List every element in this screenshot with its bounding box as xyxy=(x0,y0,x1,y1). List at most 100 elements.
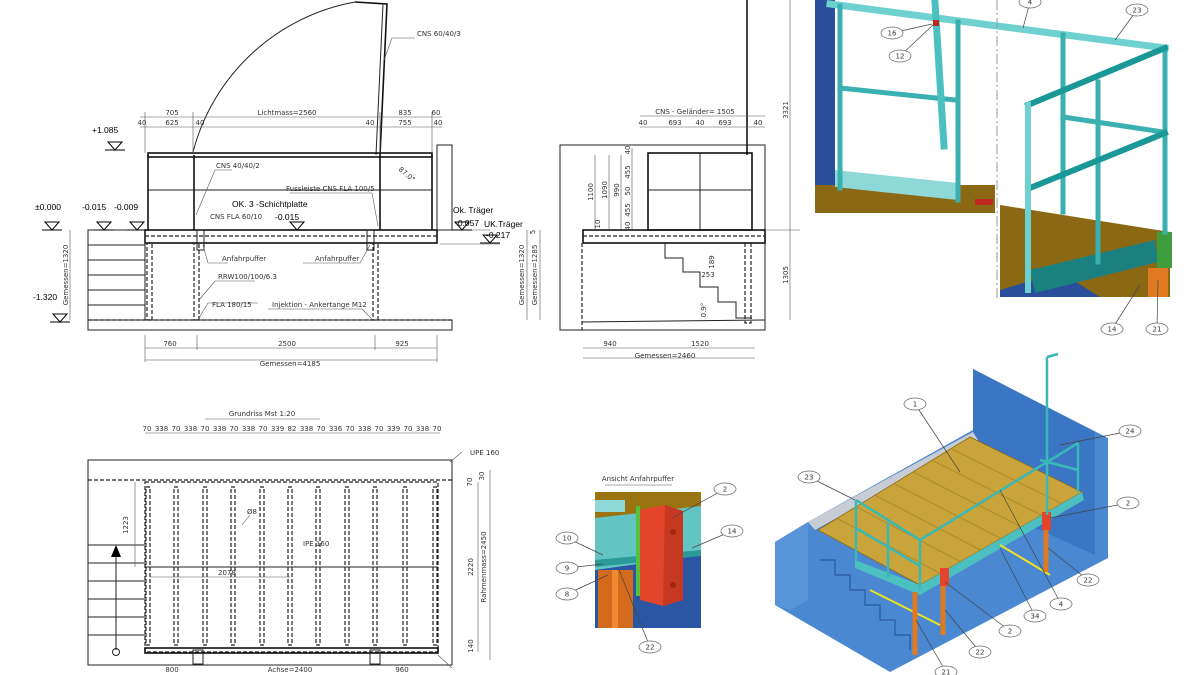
dimension-label: 339 xyxy=(271,425,284,433)
column-base xyxy=(192,649,204,665)
dimension-label: 800 xyxy=(165,666,178,674)
foundation xyxy=(87,319,453,331)
dimension-label: 1520 xyxy=(691,340,709,348)
dimension-label: 10 xyxy=(594,220,602,229)
yellow-beam xyxy=(999,544,1051,576)
dimension-label: 82 xyxy=(288,425,297,433)
elevation-marker-icon xyxy=(106,141,124,151)
elevation-marker-icon xyxy=(288,221,306,231)
part-callout: 1 xyxy=(903,397,961,473)
callout-number: 14 xyxy=(1108,326,1117,334)
dimension-label: 455 xyxy=(624,165,632,178)
dimension-label: Gemessen=1320 xyxy=(62,245,70,306)
dimension-label: 339 xyxy=(387,425,400,433)
red-plate xyxy=(975,199,993,205)
dimension-label: 925 xyxy=(395,340,408,348)
callout-bubble xyxy=(1145,322,1169,336)
dimension-label: 40 xyxy=(754,119,763,127)
dimension-label: 40 xyxy=(624,146,632,155)
joist xyxy=(372,486,378,646)
dimension-label: 336 xyxy=(329,425,343,433)
part-callout: 2 xyxy=(944,581,1022,638)
floor-line xyxy=(581,319,766,323)
joist xyxy=(402,486,408,646)
part-callout: 2 xyxy=(1049,496,1140,519)
part-label: UK.Träger xyxy=(484,219,523,229)
callout-number: 2 xyxy=(1126,500,1130,508)
dimension-label: 705 xyxy=(165,109,178,117)
dimension-label: 338 xyxy=(358,425,371,433)
part-label: 30 xyxy=(478,472,486,481)
callout-number: 2 xyxy=(1008,628,1012,636)
leader-line xyxy=(1049,502,1129,519)
callout-number: 4 xyxy=(1059,601,1064,609)
dimension-label: 40 xyxy=(196,119,205,127)
leader-line xyxy=(671,488,726,519)
part-callout: 4 xyxy=(1018,0,1042,29)
dimension-label: Gemessen=1320 xyxy=(518,245,526,306)
dimension-label: 70 xyxy=(143,425,152,433)
leader-line xyxy=(1047,547,1089,581)
part-callout: 21 xyxy=(1145,279,1169,336)
column-highlight xyxy=(612,570,618,628)
callout-number: 16 xyxy=(888,30,897,38)
dimension-label: Gemessen=2460 xyxy=(635,352,696,360)
railing xyxy=(854,352,1080,590)
iso-view-platform xyxy=(775,352,1108,672)
dimension-label: 760 xyxy=(163,340,176,348)
part-label: 70 xyxy=(466,478,474,487)
joists xyxy=(145,486,438,646)
swing-gate-member xyxy=(354,1,388,156)
callout-bubble xyxy=(880,26,904,40)
elevation-label: -0.015 xyxy=(82,202,106,212)
joist xyxy=(259,486,265,646)
dimension-label: 1305 xyxy=(782,266,790,284)
column xyxy=(146,242,153,321)
red-plate xyxy=(933,20,939,26)
dimension-label: 693 xyxy=(668,119,681,127)
view-title: Ansicht Anfahrpuffer xyxy=(602,475,674,483)
dimension-label: 70 xyxy=(259,425,268,433)
part-label: Rahmenmass=2450 xyxy=(480,531,488,602)
leader-line xyxy=(1156,279,1159,330)
dimension-label: 70 xyxy=(201,425,210,433)
leader-line xyxy=(618,569,651,648)
dimension-label: 338 xyxy=(300,425,313,433)
part-label: CNS 60/40/3 xyxy=(417,30,461,38)
dimension-lines xyxy=(526,0,800,359)
front-beam xyxy=(144,647,439,654)
joist xyxy=(287,486,293,646)
elevation-label: -0.015 xyxy=(275,212,299,222)
part-label: RRW100/100/6.3 xyxy=(218,273,277,281)
leader-line xyxy=(999,547,1036,617)
part-label: CNS FLA 60/10 xyxy=(210,213,262,221)
door-swing-arc xyxy=(192,1,356,153)
dimension-label: CNS - Geländer= 1505 xyxy=(655,108,734,116)
joist xyxy=(432,486,438,646)
dimension-label: 338 xyxy=(155,425,168,433)
part-callout: 10 xyxy=(555,531,604,556)
dimension-label: 40 xyxy=(138,119,147,127)
part-callout: 21 xyxy=(915,619,958,675)
plan-view xyxy=(87,418,491,669)
view-title: Grundriss Mst 1:20 xyxy=(229,410,295,418)
elevation-marker-icon xyxy=(453,221,471,231)
dimension-label: 2500 xyxy=(278,340,296,348)
front-wall xyxy=(775,522,808,610)
wall xyxy=(436,144,453,231)
part-label: Injektion - Ankertange M12 xyxy=(272,301,367,309)
stairs xyxy=(664,243,752,319)
joist xyxy=(202,486,208,646)
column xyxy=(744,242,752,324)
dimension-label: 338 xyxy=(213,425,226,433)
elevation-marker-icon xyxy=(51,313,69,323)
elevation-marker-icon xyxy=(43,221,61,231)
callout-bubble xyxy=(1076,573,1100,587)
dimension-label: 60 xyxy=(432,109,441,117)
callout-bubble xyxy=(797,470,821,484)
part-callout: 2 xyxy=(671,482,737,519)
part-label: OK. 3 -Schichtplatte xyxy=(232,199,308,209)
dimension-label: 40 xyxy=(624,222,632,231)
part-callout: 12 xyxy=(888,23,935,63)
dimension-label: Gemessen=4185 xyxy=(260,360,321,368)
